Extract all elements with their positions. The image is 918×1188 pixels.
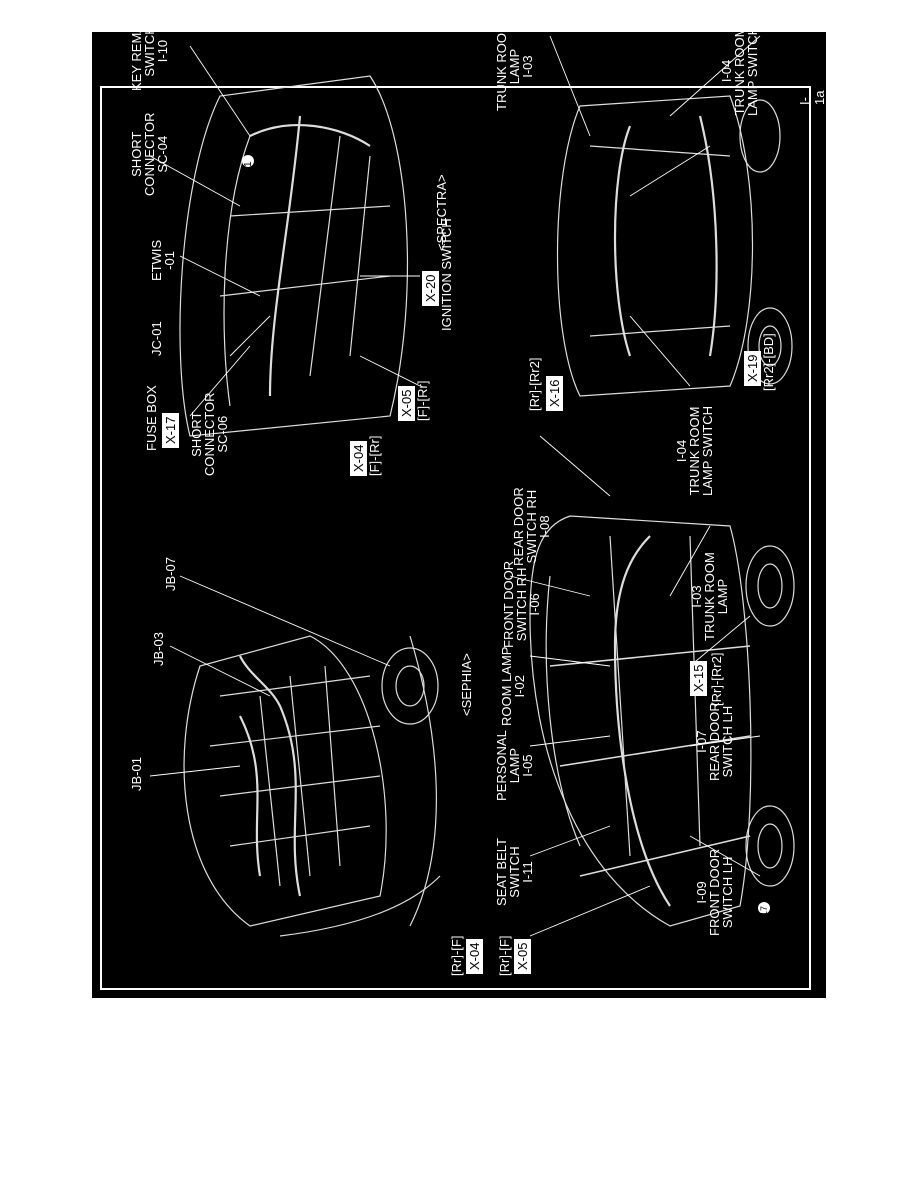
- connector-code: X-19: [744, 350, 761, 386]
- connector-spectra-x16: X-16: [546, 375, 563, 411]
- sephia-car: [529, 515, 795, 927]
- label-front-door-rh: FRONT DOOR SWITCH RH I-06: [501, 560, 542, 648]
- label-spectra-x16-ref: [Rr]-[Rr2]: [527, 357, 542, 411]
- connector-spectra-x17: X-17: [162, 412, 179, 448]
- label-jc01: JC-01: [149, 321, 164, 356]
- label-short-sc04: SHORT CONNECTOR SC-04: [129, 112, 170, 196]
- sephia-title: <SEPHIA>: [459, 653, 474, 716]
- connector-sephia-x04: X-04: [466, 938, 483, 974]
- marker-circle: [758, 902, 770, 914]
- car-line-art: [149, 35, 795, 937]
- label-jb01: JB-01: [129, 757, 144, 791]
- label-front-door-lh: I-09 FRONT DOOR SWITCH LH: [694, 848, 735, 936]
- label-etwis: ETWIS -01: [149, 239, 177, 281]
- spectra-title: <SPECTRA>: [434, 174, 449, 251]
- marker-jc01-num: 1: [243, 161, 254, 167]
- label-rear-door-rh: REAR DOOR SWITCH RH I-08: [511, 487, 552, 566]
- connector-code: X-17: [162, 412, 179, 448]
- leader-lines: [149, 35, 761, 937]
- sephia-engine-bay: [183, 635, 441, 937]
- label-spectra-x19-ref: [Rr2]-[BD]: [761, 333, 776, 391]
- label-spectra-x05-ref: [F]-[Rr]: [415, 380, 430, 421]
- label-spectra-x04-ref: [F]-[Rr]: [367, 435, 382, 476]
- diagram-frame: [100, 86, 811, 990]
- connector-code: X-15: [690, 660, 707, 696]
- connector-code: X-05: [514, 938, 531, 974]
- marker-sephia-num: 17: [759, 905, 769, 916]
- connector-spectra-x19: X-19: [744, 350, 761, 386]
- connector-spectra-x05: X-05: [398, 385, 415, 421]
- label-short-sc06: SHORT CONNECTOR SC-06: [189, 392, 230, 476]
- connector-code: X-04: [466, 938, 483, 974]
- wiring-figure: JB-01 JB-03 JB-07 [Rr]-[F] X-04 [Rr]-[F]…: [110, 0, 820, 996]
- label-rear-door-lh: I-07 REAR DOOR SWITCH LH: [694, 702, 735, 781]
- label-spectra-trunk-lamp: TRUNK ROOM LAMP I-03: [494, 22, 535, 111]
- label-key-remain: KEY REMAIN SWITCH I-10: [129, 11, 170, 91]
- connector-code: X-04: [350, 440, 367, 476]
- label-jb07: JB-07: [163, 557, 178, 591]
- connector-spectra-x04: X-04: [350, 440, 367, 476]
- connector-code: X-05: [398, 385, 415, 421]
- spectra-dashboard: [179, 75, 408, 437]
- label-sephia-x05-ref: [Rr]-[F]: [497, 935, 512, 976]
- label-sephia-trunk-lamp: I-03 TRUNK ROOM LAMP: [689, 552, 730, 641]
- label-fuse-box: FUSE BOX: [144, 385, 159, 451]
- connector-code: X-20: [422, 270, 439, 306]
- label-jb03: JB-03: [151, 632, 166, 666]
- marker-circle: [242, 155, 254, 167]
- connector-code: X-16: [546, 375, 563, 411]
- diagram-sheet: I-1a: [92, 32, 827, 998]
- label-spectra-trunk-switch: I-04 TRUNK ROOM LAMP SWITCH: [719, 25, 760, 116]
- connector-sephia-x15: X-15: [690, 660, 707, 696]
- label-sephia-x15-ref: [Rr]-[Rr2]: [709, 652, 724, 706]
- spectra-trunk: [556, 95, 793, 397]
- label-sephia-trunk-switch: I-04 TRUNK ROOM LAMP SWITCH: [674, 405, 715, 496]
- label-room-lamp: ROOM LAMP I-02: [499, 646, 527, 726]
- label-sephia-x04-ref: [Rr]-[F]: [449, 935, 464, 976]
- connector-sephia-x05: X-05: [514, 938, 531, 974]
- label-seat-belt: SEAT BELT SWITCH I-11: [494, 838, 535, 906]
- label-personal-lamp: PERSONAL LAMP I-05: [494, 730, 535, 801]
- connector-spectra-x20: X-20: [422, 270, 439, 306]
